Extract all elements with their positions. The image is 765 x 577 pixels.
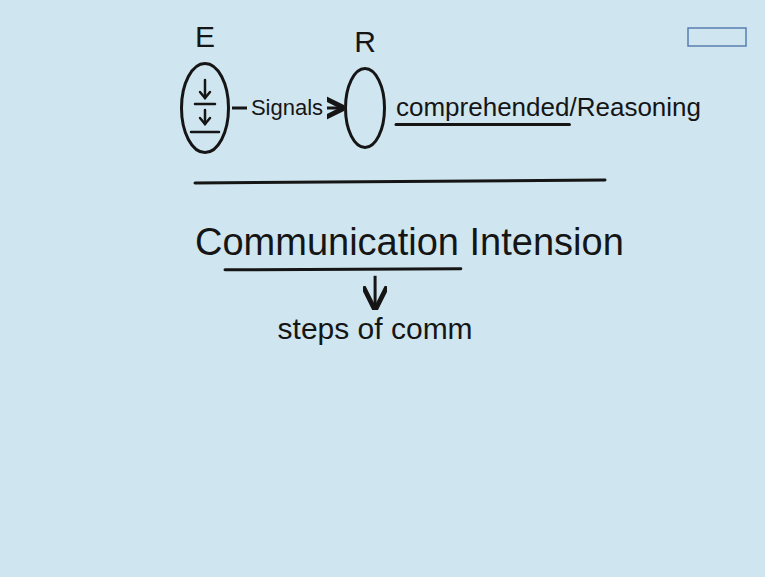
node-heading: E <box>160 22 250 52</box>
handwritten-label: Communication Intension <box>195 222 624 264</box>
ellipse-outline <box>180 62 230 154</box>
emitter-symbol <box>191 80 219 132</box>
down-arrow <box>374 276 377 308</box>
underline <box>225 269 461 270</box>
divider-line <box>195 180 605 183</box>
ellipse-shape <box>182 64 229 153</box>
ink-marks <box>225 125 569 308</box>
handwritten-label: steps of comm <box>278 312 473 345</box>
ellipse-outline <box>344 67 386 149</box>
ellipse-node: R <box>344 67 386 149</box>
handwritten-label: comprehended/Reasoning <box>396 93 701 122</box>
ellipse-node: E <box>180 62 230 154</box>
ellipse-shape <box>346 69 385 148</box>
node-heading: R <box>324 27 406 57</box>
stamp-box <box>688 28 746 46</box>
edge-label: Signals <box>247 96 327 120</box>
underline <box>396 123 569 126</box>
